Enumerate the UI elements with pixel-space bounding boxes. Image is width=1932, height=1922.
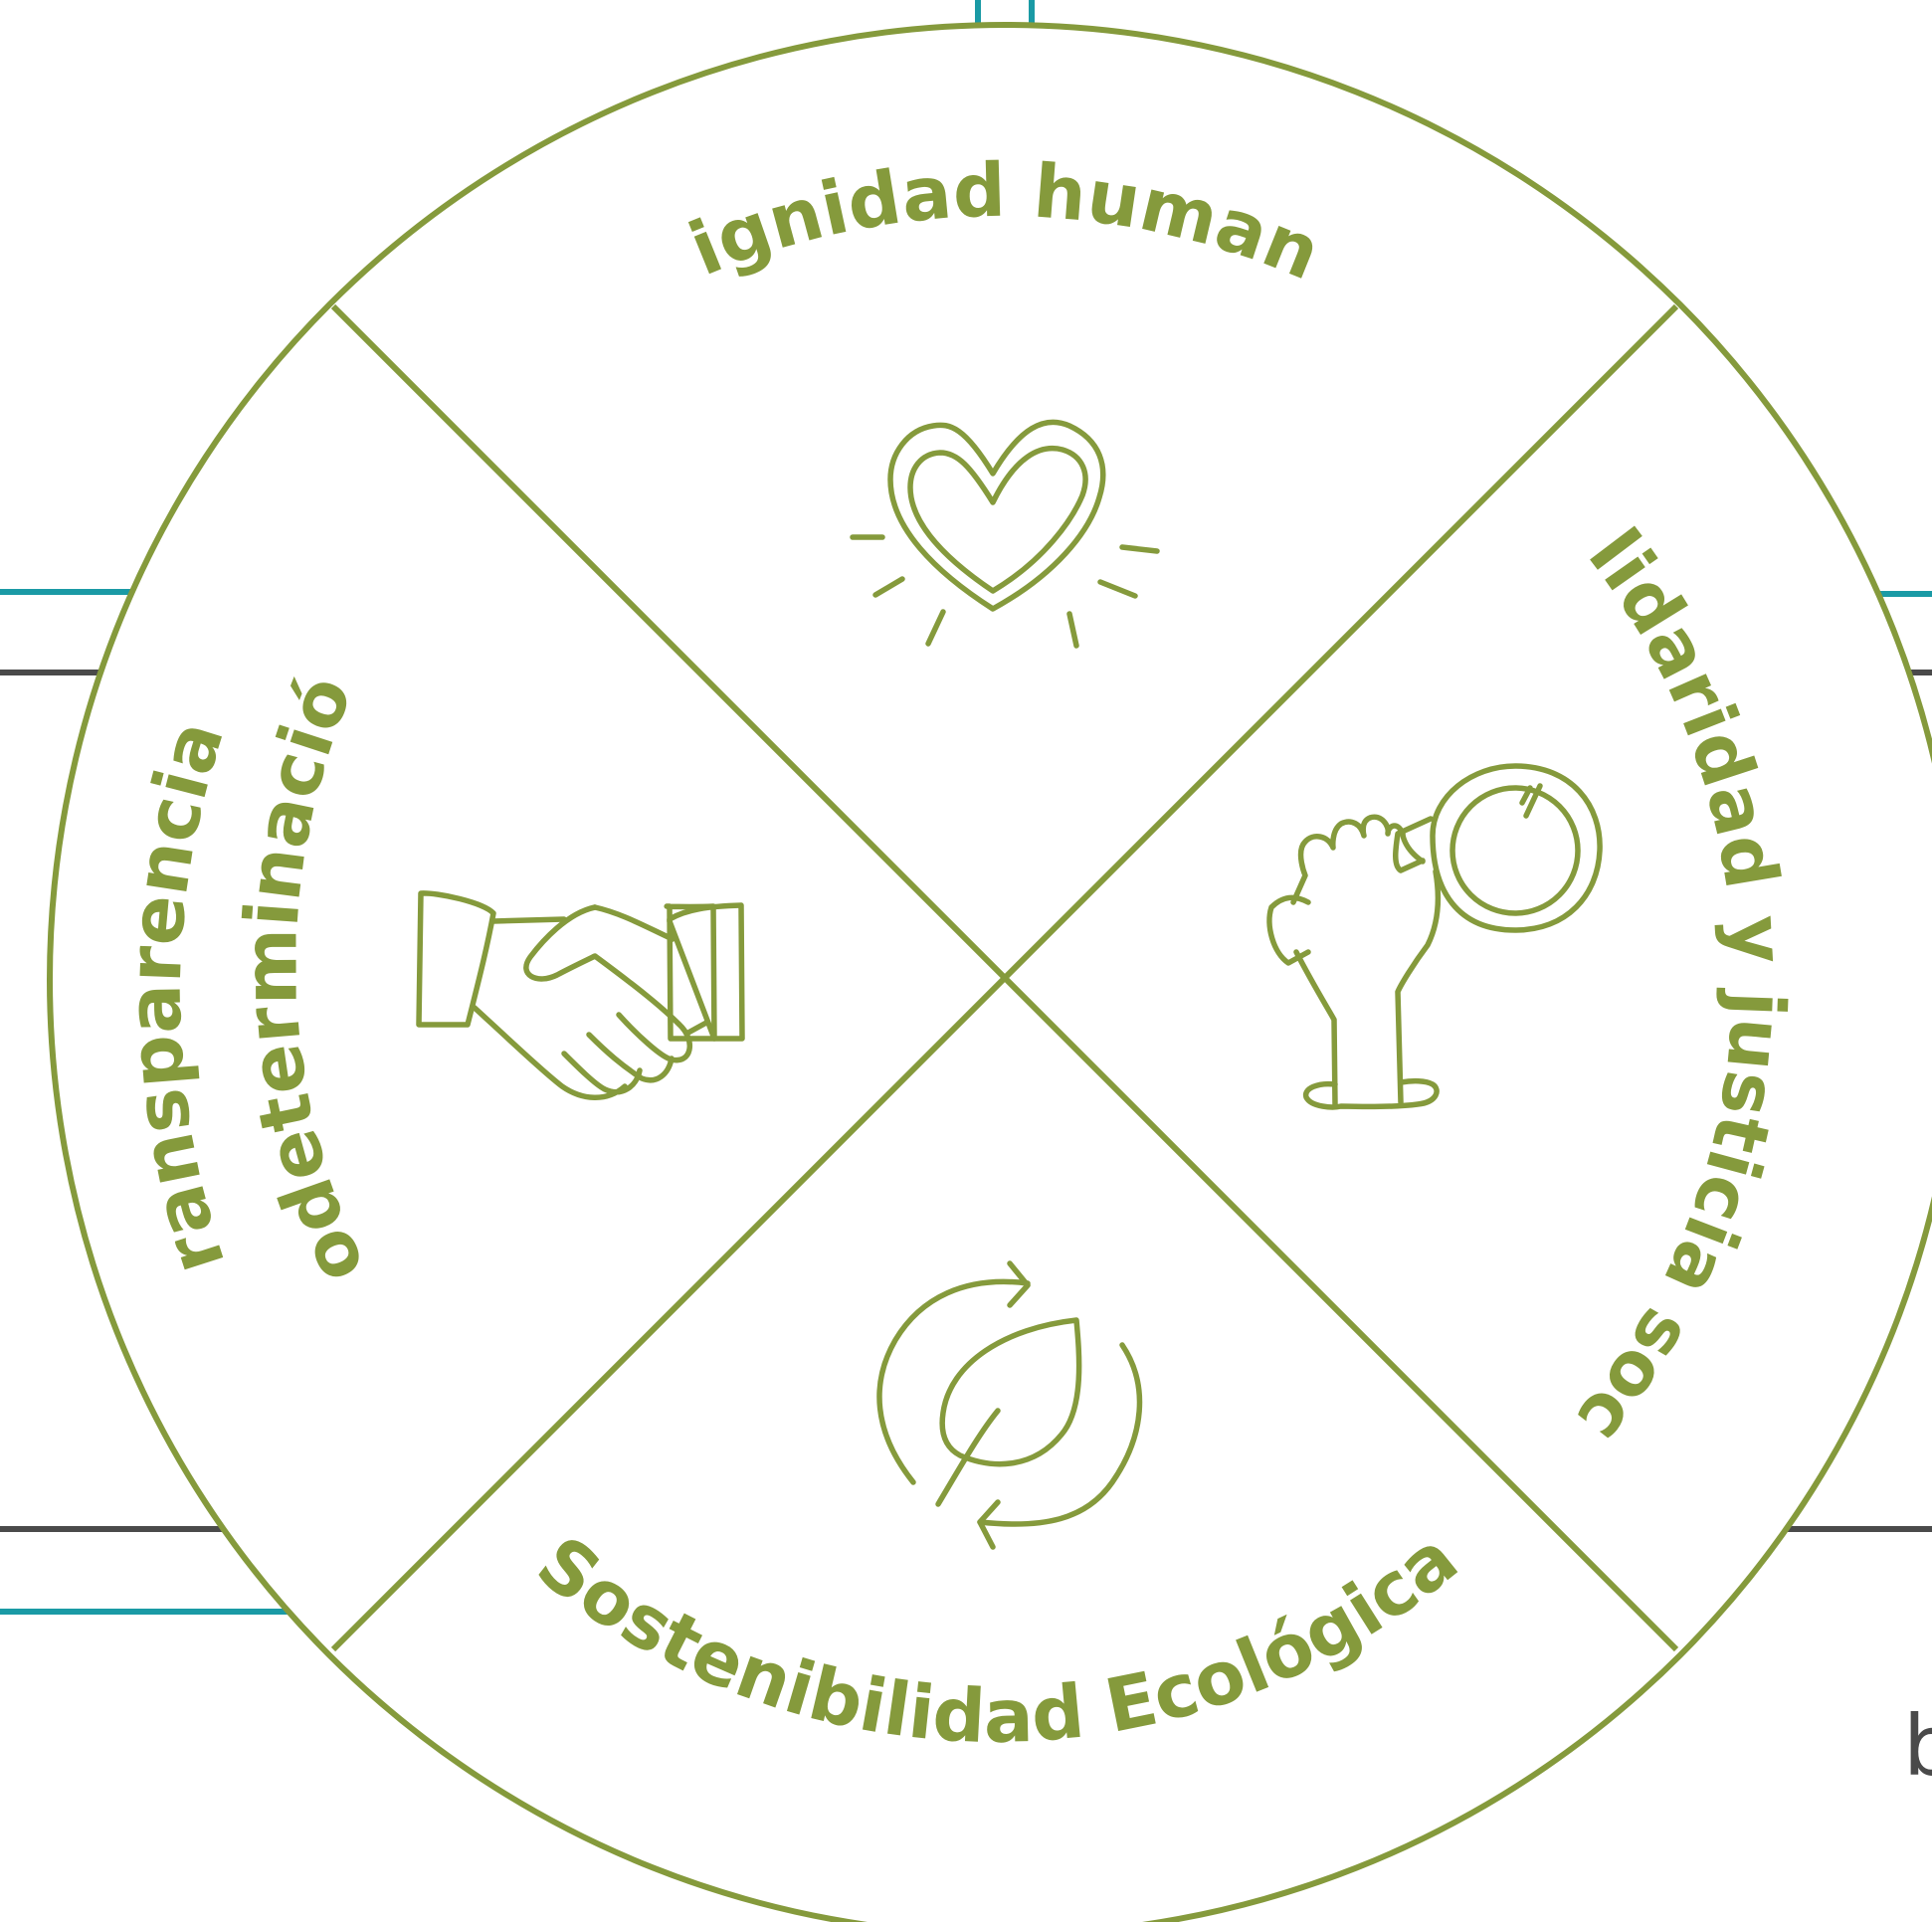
magnifier-hand-icon: [1266, 763, 1603, 1110]
handshake-icon: [416, 890, 745, 1100]
corner-letter: b: [1903, 1697, 1932, 1795]
main-circle: [47, 22, 1932, 1922]
connector-lines: [0, 0, 1932, 1615]
quadrant-dividers: [330, 303, 1679, 1652]
leaf-recycle-icon: [876, 1260, 1143, 1550]
heart-icon: [850, 419, 1160, 649]
divider-diagonal-2: [330, 303, 1679, 1652]
